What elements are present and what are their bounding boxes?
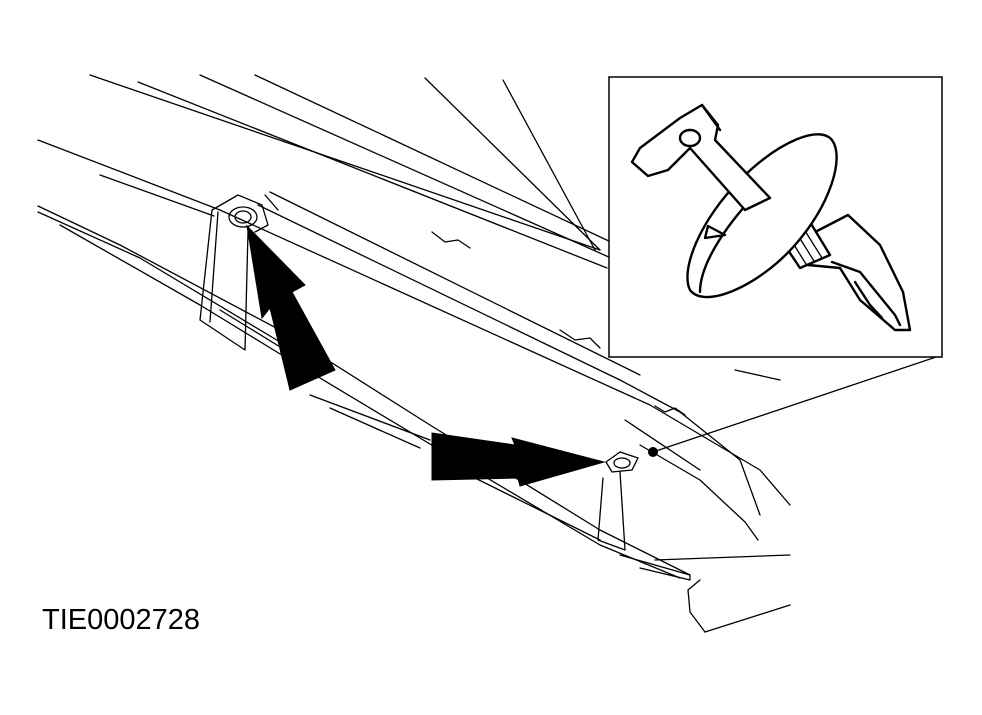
push-rivet-clip-icon (630, 103, 912, 332)
mounting-boss-right (597, 451, 639, 551)
figure-reference-code: TIE0002728 (42, 604, 201, 636)
arrow-up-icon (246, 224, 336, 391)
callout-leader (652, 354, 943, 453)
panel-outline (37, 74, 791, 633)
arrow-right-icon (431, 432, 606, 487)
mounting-boss-left (199, 194, 269, 351)
